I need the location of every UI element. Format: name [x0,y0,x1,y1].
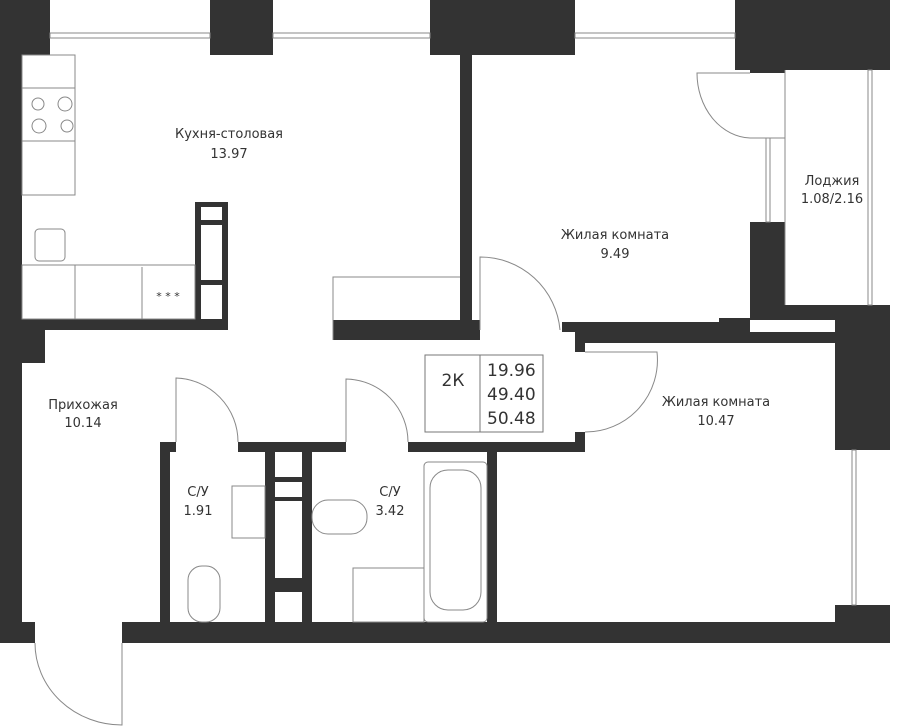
room-kitchen: Кухня-столовая 13.97 [175,127,283,162]
room-area: 10.14 [64,416,101,431]
room-name: С/У [379,485,400,500]
room-area: 13.97 [210,147,247,162]
room-wc-1: С/У 1.91 [184,485,213,519]
room-wc-2: С/У 3.42 [376,485,405,519]
room-name: Лоджия [805,174,860,189]
apartment-type: 2К [442,371,465,391]
room-name: Прихожая [48,398,118,413]
total-area-with-loggia: 50.48 [487,409,536,429]
room-hall: Прихожая 10.14 [48,398,118,431]
apartment-info-box: 2К 19.96 49.40 50.48 [424,354,544,433]
windows [49,32,873,606]
room-living-2: Жилая комната 10.47 [662,395,770,429]
room-living-1: Жилая комната 9.49 [561,228,669,262]
room-area: 9.49 [601,247,630,262]
total-area: 49.40 [487,385,536,405]
doors [34,72,751,726]
room-name: Жилая комната [662,395,770,410]
room-area: 1.08/2.16 [801,192,863,207]
living-area: 19.96 [487,361,536,381]
room-area: 10.47 [697,414,734,429]
room-loggia: Лоджия 1.08/2.16 [801,174,863,207]
column-inner [201,207,302,622]
room-name: С/У [187,485,208,500]
room-area: 1.91 [184,504,213,519]
walls [0,0,890,643]
room-area: 3.42 [376,504,405,519]
room-name: Жилая комната [561,228,669,243]
furniture: * * * [21,54,488,623]
svg-text:* * *: * * * [156,290,180,303]
room-name: Кухня-столовая [175,127,283,142]
